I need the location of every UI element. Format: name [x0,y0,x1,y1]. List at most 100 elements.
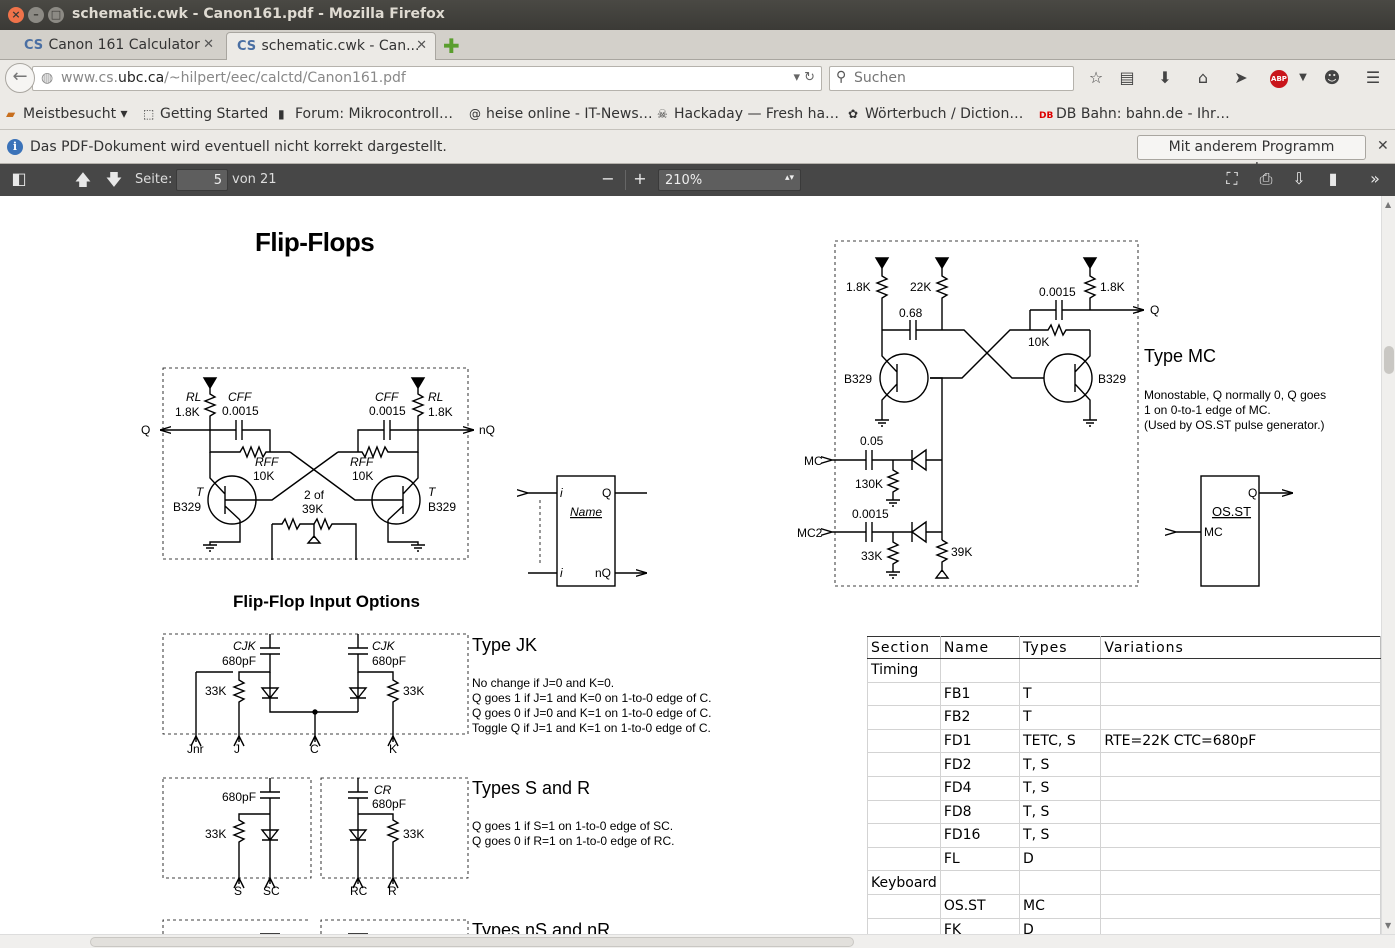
reading-list-icon[interactable]: ▤ [1119,68,1135,87]
new-tab-plus-icon[interactable]: ✚ [443,34,460,58]
bookmark-getting-started[interactable]: ⬚Getting Started [143,106,269,122]
horizontal-scroll-thumb[interactable] [90,937,854,947]
pin-sc: SC [263,884,280,898]
header-name: Name [939,636,1021,659]
bookmark-view-icon[interactable]: ▮ [1328,169,1338,188]
mc-input-label: MC [804,454,823,468]
header-section: Section [867,636,941,659]
vertical-scroll-thumb[interactable] [1384,346,1394,374]
previous-page-icon[interactable]: 🡅 [74,170,92,189]
table-header-row: Section Name Types Variations [867,636,1381,659]
cff-label-right: CFF [375,390,399,404]
download-icon[interactable]: ⬇ [1158,68,1172,87]
s-circuit-box [162,777,312,879]
next-page-icon[interactable]: 🡇 [105,170,123,189]
download-pdf-icon[interactable]: ⇩ [1292,169,1306,188]
table-cell [1100,870,1381,895]
bookmark-most-visited[interactable]: ▰Meistbesucht ▾ [6,106,128,122]
bookmark-mikrocontroller[interactable]: ▮Forum: Mikrocontroll… [278,106,454,122]
rl-label-left: RL [186,390,201,404]
tools-chevron-icon[interactable]: » [1370,169,1380,188]
open-with-other-program-button[interactable]: Mit anderem Programm ansehen [1137,135,1366,177]
tab-schematic-pdf[interactable]: CS schematic.cwk - Can... ✕ [226,32,436,60]
tab-close-icon[interactable]: ✕ [416,38,427,53]
heise-icon: @ [469,107,481,121]
chat-icon[interactable]: ☻ [1323,68,1341,87]
type-nsr-title: Types nS and nR [472,920,610,934]
sidebar-toggle-icon[interactable]: ◧ [11,169,27,188]
cs-favicon-icon: CS [24,38,44,53]
tab-canon-calculator[interactable]: CS Canon 161 Calculator ✕ [14,32,222,60]
ff-symbol-q: Q [602,486,611,500]
url-bar[interactable]: ◍ www.cs.ubc.ca/~hilpert/eec/calctd/Cano… [32,66,822,91]
table-cell: T, S [1019,823,1102,848]
zoom-out-icon[interactable]: − [601,169,615,188]
tab-close-icon[interactable]: ✕ [203,37,214,52]
type-mc-desc1: Monostable, Q normally 0, Q goes [1144,388,1326,402]
reload-icon[interactable]: ▾ ↻ [793,70,815,85]
window-close-button[interactable]: × [8,7,24,23]
table-cell: FD2 [939,752,1021,777]
scroll-up-icon[interactable]: ▲ [1385,200,1392,209]
bookmark-hackaday[interactable]: ☠Hackaday — Fresh ha… [657,106,840,122]
vertical-scrollbar[interactable]: ▲ ▼ [1381,196,1395,934]
cs-favicon-icon: CS [237,39,257,54]
page-total: von 21 [232,172,277,187]
cff-value-right: 0.0015 [369,404,406,418]
search-input[interactable] [854,70,1064,86]
scroll-down-icon[interactable]: ▼ [1385,921,1392,930]
adblock-icon[interactable]: ABP [1270,70,1288,88]
horizontal-scrollbar[interactable] [0,934,1395,948]
table-cell [1100,681,1381,707]
home-icon[interactable]: ⌂ [1197,68,1209,87]
table-cell: FD4 [939,775,1021,801]
window-title: schematic.cwk - Canon161.pdf - Mozilla F… [72,6,445,22]
table-cell: FD16 [939,823,1021,848]
header-types: Types [1019,636,1102,659]
window-minimize-button[interactable]: – [28,7,44,23]
bookmark-star-icon[interactable]: ☆ [1088,68,1104,87]
chip-icon: ▮ [278,107,285,121]
menu-icon[interactable]: ☰ [1365,68,1381,87]
type-jk-line2: Q goes 1 if J=1 and K=0 on 1-to-0 edge o… [472,691,712,705]
table-cell [867,728,941,754]
type-mc-desc2: 1 on 0-to-1 edge of MC. [1144,403,1271,417]
table-cell: FB1 [939,681,1021,707]
pdf-page-viewport[interactable]: Flip-Flops RL 1.8K CFF 0.0015 CFF 0.0015… [0,196,1381,934]
bookmark-woerterbuch[interactable]: ✿Wörterbuch / Diction… [848,106,1024,122]
cjk-label-right: CJK [372,639,396,653]
mc2-input-label: MC2 [797,526,823,540]
page-number-input[interactable]: 5 [176,169,228,191]
back-arrow-icon[interactable]: ← [5,63,35,93]
tab-bar: CS Canon 161 Calculator ✕ CS schematic.c… [0,30,1395,60]
pdf-toolbar: ◧ 🡅 🡇 Seite: 5 von 21 − + 210%▴▾ ⛶ ⎙ ⇩ ▮… [0,164,1395,196]
mc-c4: 0.0015 [852,507,889,521]
rff-value-left: 10K [253,469,274,483]
send-icon[interactable]: ➤ [1234,68,1248,87]
info-icon: i [7,139,23,155]
table-cell [1100,658,1381,683]
jk-r-right: 33K [403,684,424,698]
table-cell [867,705,941,730]
search-bar[interactable]: ⚲ [829,66,1074,91]
header-variations: Variations [1100,636,1381,659]
zoom-select[interactable]: 210%▴▾ [658,169,801,191]
fullscreen-icon[interactable]: ⛶ [1226,169,1238,188]
t-part-left: B329 [173,500,201,514]
url-text[interactable]: www.cs.ubc.ca/~hilpert/eec/calctd/Canon1… [61,70,406,86]
page-label: Seite: [135,172,173,187]
chevron-down-icon[interactable]: ▼ [1299,72,1307,83]
bookmark-heise[interactable]: @heise online - IT-News… [469,106,653,122]
table-cell: RTE=22K CTC=680pF [1100,728,1381,754]
select-arrows-icon: ▴▾ [784,173,794,183]
window-maximize-button[interactable]: □ [48,7,64,23]
notification-message: Das PDF-Dokument wird eventuell nicht ko… [30,139,447,155]
print-icon[interactable]: ⎙ [1259,169,1273,188]
close-icon[interactable]: ✕ [1377,138,1389,154]
zoom-in-icon[interactable]: + [633,169,647,188]
pin-jnr: Jnr [187,742,204,756]
